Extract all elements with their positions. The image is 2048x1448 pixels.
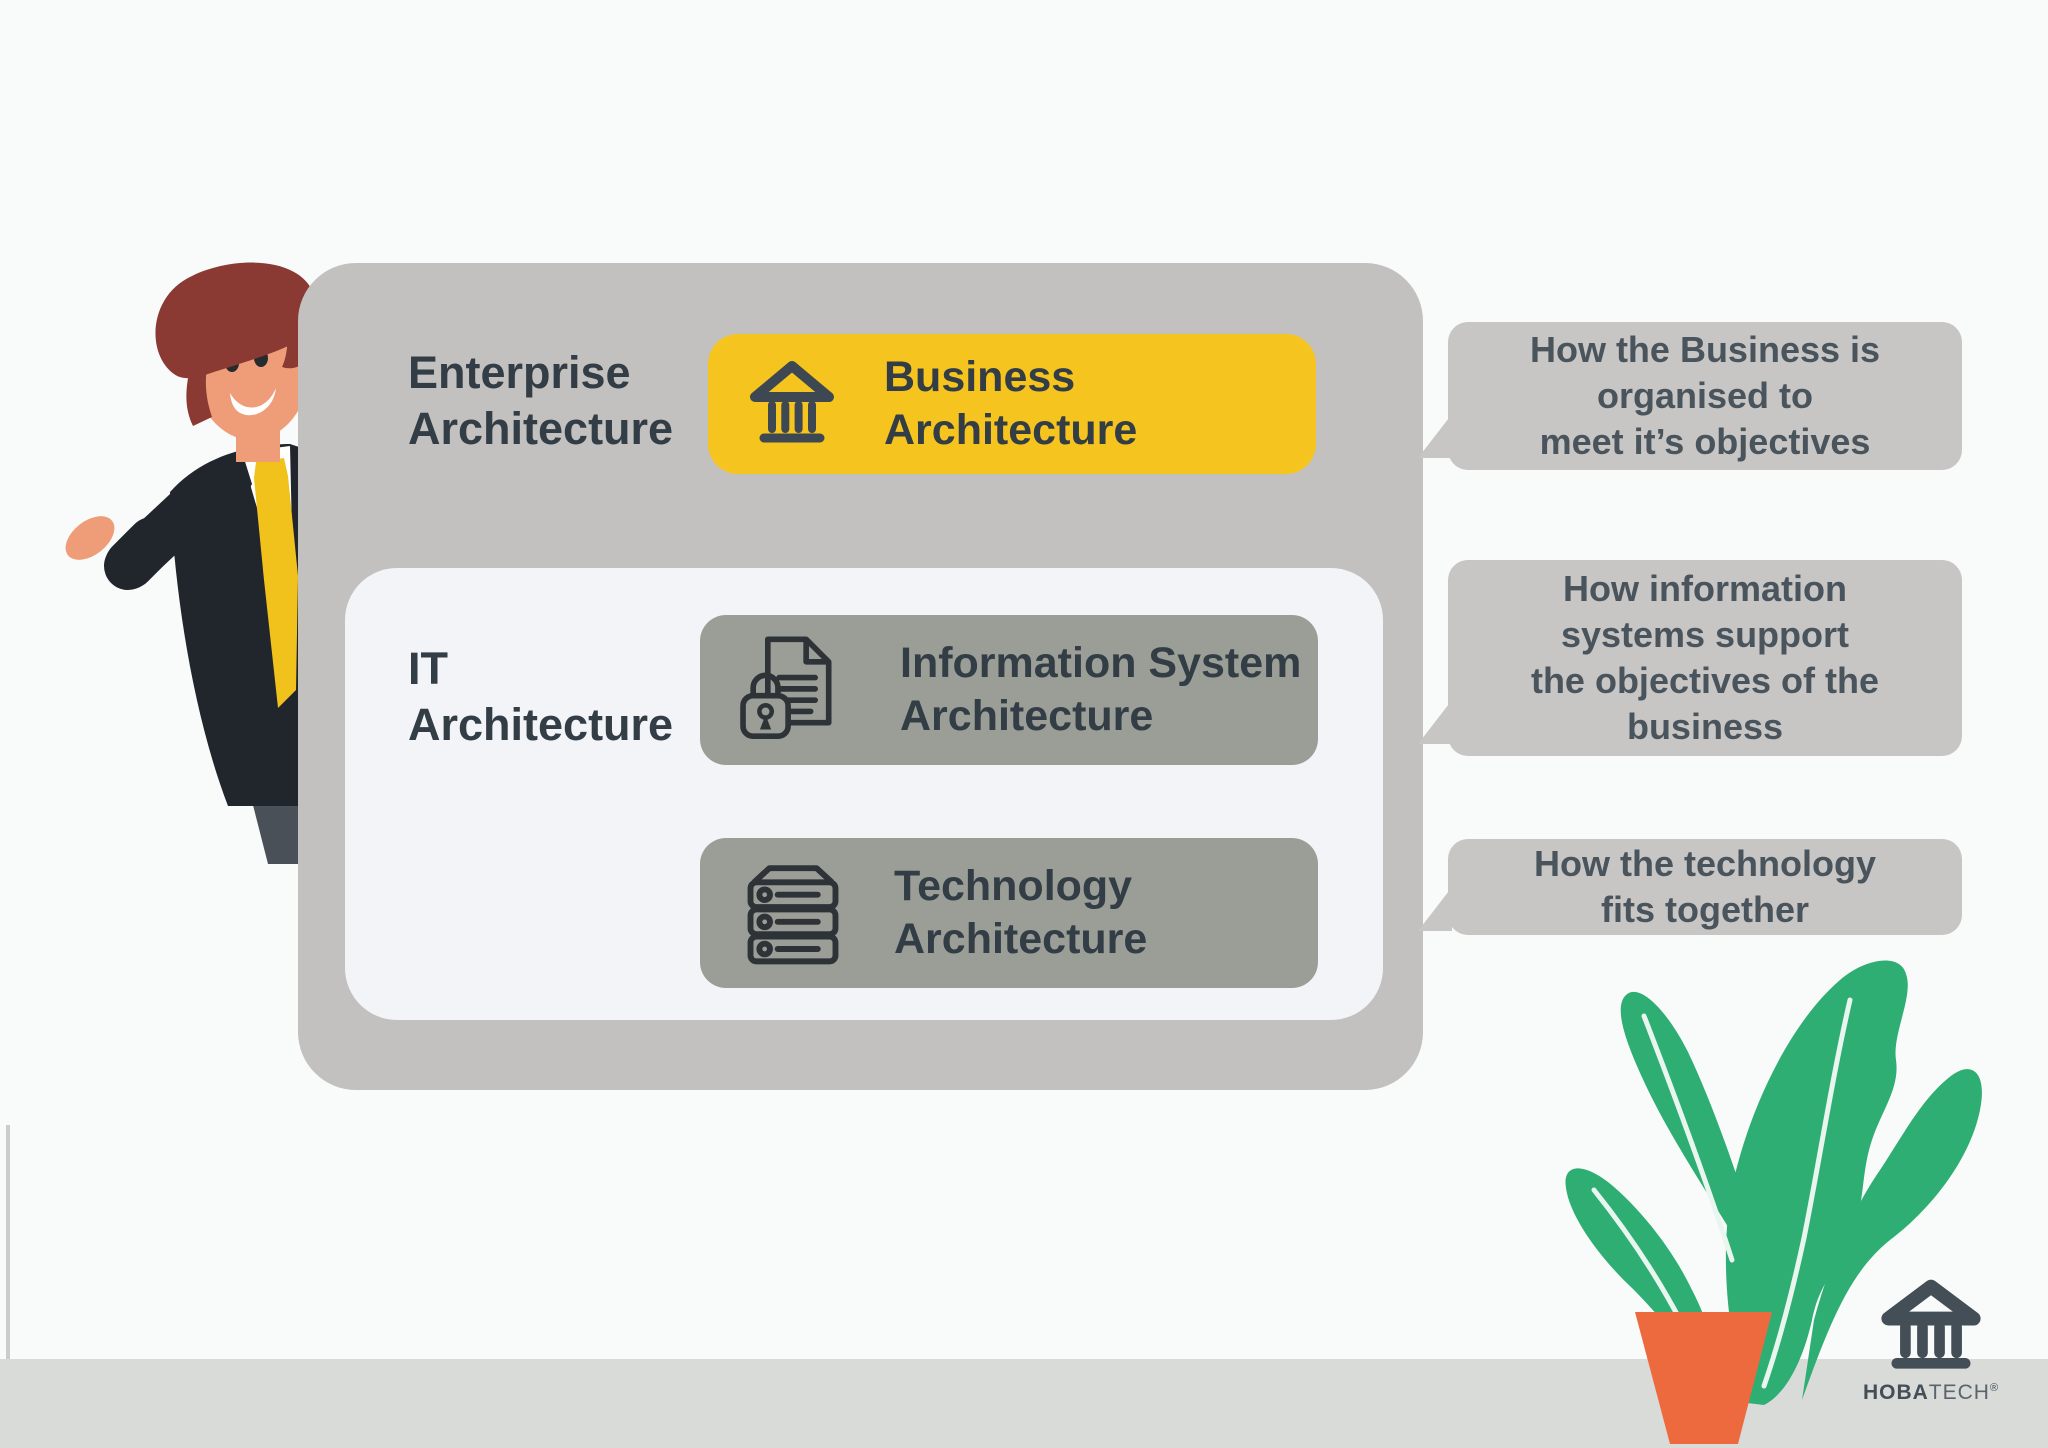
registered-mark: ® [1989, 1382, 2000, 1394]
callout-technology-architecture: How the technology fits together [1418, 839, 1962, 935]
hobatech-logo: HOBATECH® [1856, 1278, 2006, 1405]
bank-icon [750, 361, 834, 443]
callout-tail [1418, 414, 1452, 458]
callout-text: How information systems support the obje… [1530, 568, 1880, 747]
wall-edge-line [6, 1125, 10, 1359]
logo-text-bold: HOBA [1862, 1381, 1929, 1404]
information-system-architecture-box: Information System Architecture [700, 615, 1318, 765]
information-system-architecture-box-label: Information System Architecture [900, 639, 1302, 740]
logo-text-light: TECH [1928, 1381, 1990, 1404]
hobatech-logo-text: HOBATECH® [1856, 1381, 2006, 1405]
callout-business-architecture: How the Business is organised to meet it… [1418, 322, 1962, 470]
technology-architecture-box: Technology Architecture [700, 838, 1318, 988]
callout-tail [1418, 887, 1452, 931]
document-lock-icon [740, 636, 832, 740]
enterprise-architecture-panel: Enterprise Architecture Business Archite… [298, 263, 1423, 1090]
it-architecture-label: IT Architecture [408, 643, 674, 750]
enterprise-architecture-label: Enterprise Architecture [408, 347, 674, 454]
business-architecture-box: Business Architecture [708, 334, 1316, 474]
business-architecture-box-label: Business Architecture [884, 353, 1138, 454]
technology-architecture-box-label: Technology Architecture [894, 862, 1148, 963]
callout-information-system-architecture: How information systems support the obje… [1418, 560, 1962, 756]
callout-text: How the technology fits together [1534, 843, 1876, 930]
presenter-character [65, 262, 316, 864]
callout-text: How the Business is organised to meet it… [1529, 329, 1881, 462]
callout-tail [1418, 700, 1452, 744]
server-stack-icon [747, 865, 839, 965]
potted-plant [1565, 960, 1982, 1444]
bank-logo-icon [1881, 1279, 1981, 1369]
